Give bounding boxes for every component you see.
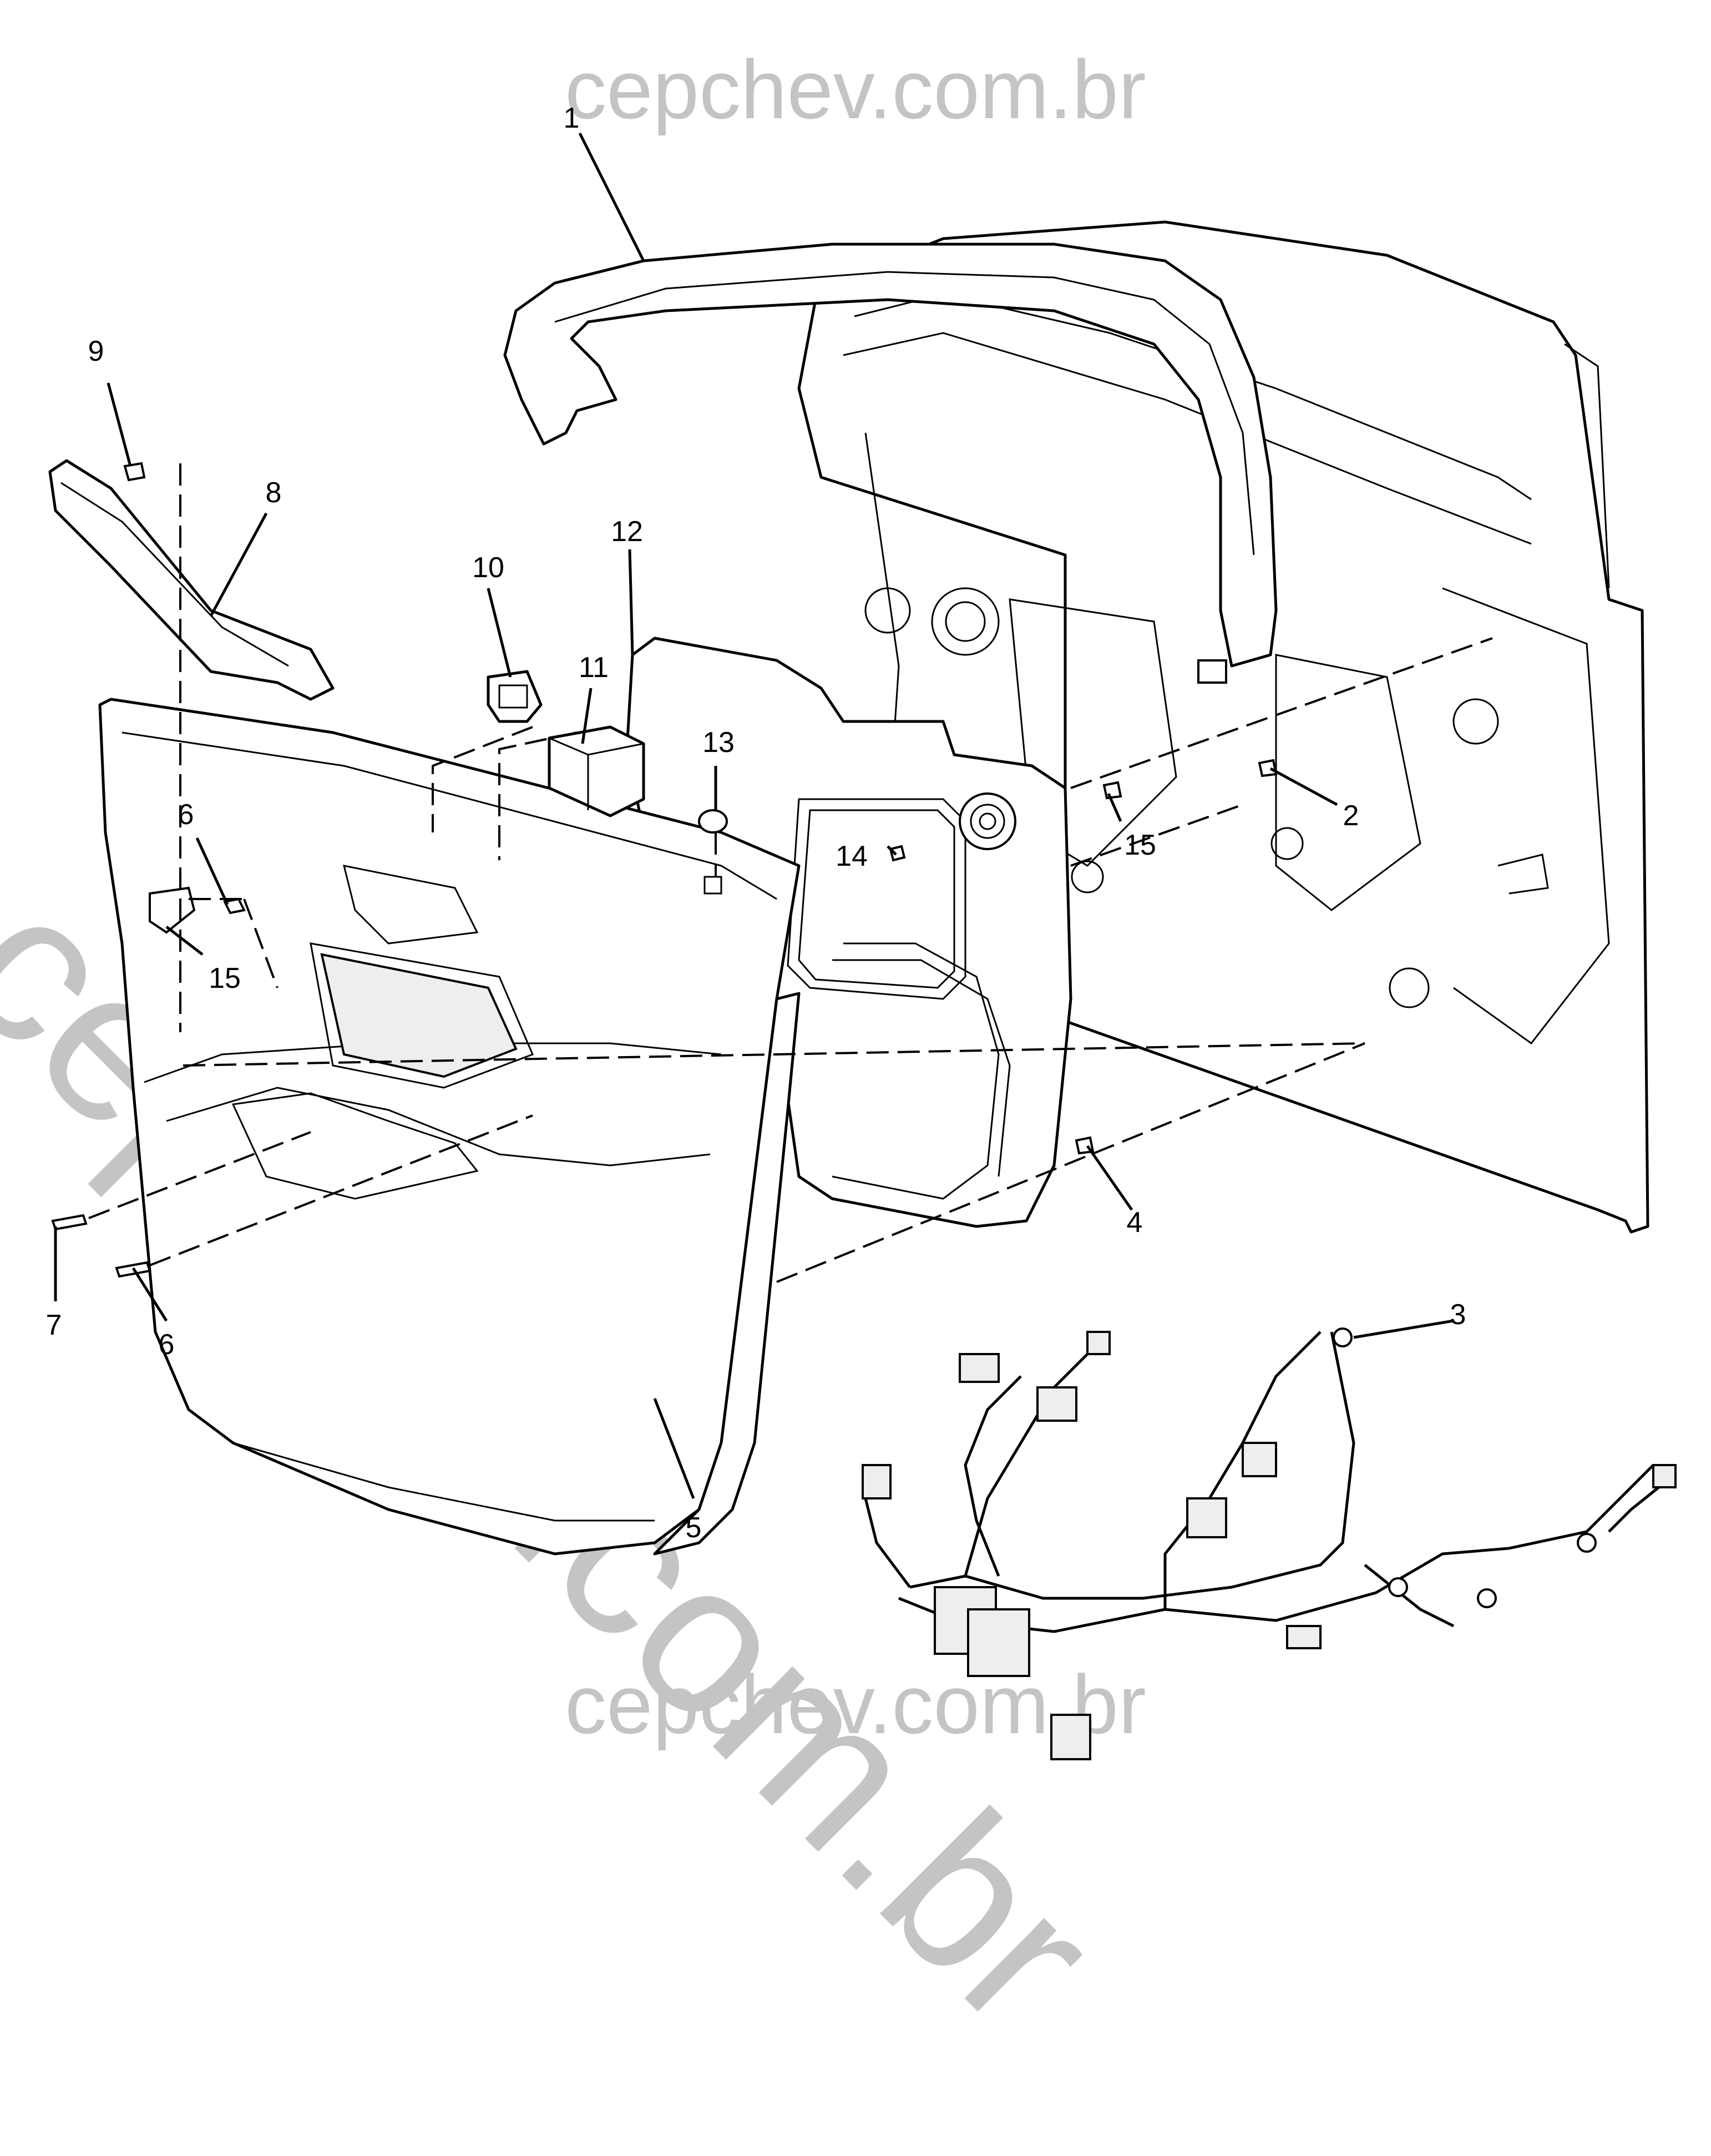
- callout-11: 11: [579, 652, 609, 684]
- callout-15-right: 15: [1124, 829, 1156, 861]
- part-10-switch: [487, 670, 543, 723]
- leader-lines: [54, 132, 1454, 1499]
- part-5-door-trim-panel: [98, 698, 801, 1556]
- callout-5: 5: [686, 1512, 702, 1544]
- callout-14: 14: [836, 840, 868, 872]
- part-7-screw: [51, 1214, 88, 1231]
- callout-12: 12: [611, 516, 643, 548]
- callout-6-upper: 6: [178, 799, 194, 831]
- callout-15-left: 15: [209, 962, 241, 994]
- callout-8: 8: [266, 477, 282, 509]
- alignment-lines: [88, 463, 1493, 1283]
- part-8-upper-trim: [48, 459, 335, 701]
- callout-3: 3: [1450, 1299, 1466, 1331]
- part-15-cover: [149, 886, 196, 934]
- callout-2: 2: [1343, 800, 1359, 832]
- callout-1: 1: [564, 102, 580, 134]
- part-14-clip: [889, 845, 906, 862]
- callout-6-lower: 6: [159, 1329, 175, 1361]
- part-3-wiring-harness: [862, 1327, 1677, 1760]
- watermark-bottom: cepchev.com.br: [565, 1658, 1146, 1751]
- callout-13: 13: [702, 726, 735, 759]
- callout-10: 10: [472, 552, 504, 584]
- part-2-clip: [1258, 759, 1278, 777]
- part-11-module: [548, 725, 645, 817]
- exploded-door-diagram: 1 2 3 4 5 6 6 7 8 9 10 11 12 13 14 15 15: [46, 102, 1677, 1760]
- watermark-top: cepchev.com.br: [565, 43, 1146, 136]
- part-9-clip: [123, 462, 146, 482]
- callout-4: 4: [1127, 1206, 1143, 1239]
- callout-labels: 1 2 3 4 5 6 6 7 8 9 10 11 12 13 14 15 15: [46, 102, 1466, 1544]
- callout-9: 9: [88, 335, 104, 367]
- callout-7: 7: [46, 1309, 62, 1341]
- part-1-window-molding: [503, 243, 1278, 684]
- part-13-plug: [698, 809, 728, 834]
- part-15-clip-right: [1102, 781, 1122, 800]
